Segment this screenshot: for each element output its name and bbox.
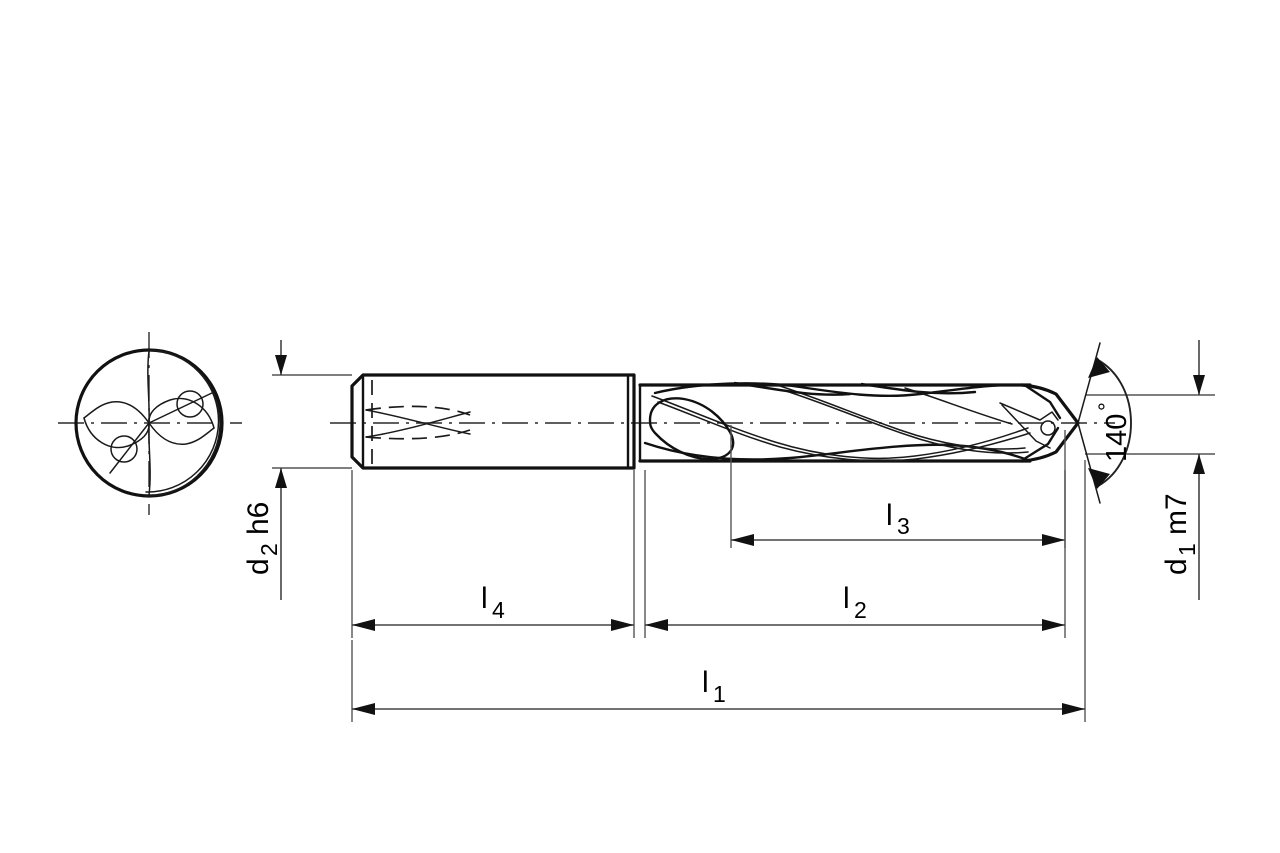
side-view [330,373,1115,470]
l4-arrow-left [352,619,375,631]
l4-arrow-right [611,619,634,631]
d1-label-symbol: d [1160,558,1193,575]
end-view-flute-profile-lower [148,422,215,445]
dimension-d2: d 2 h6 [242,340,352,600]
flute-groove-line-4 [785,390,1029,454]
drill-point-chisel-edge [999,402,1059,421]
d1-label-group: d 1 m7 [1160,493,1200,575]
d2-label-subscript: 2 [256,543,282,556]
l1-label-subscript: 1 [713,681,726,707]
flute-groove-line-3 [779,385,1026,450]
dimension-l3: l 3 [730,425,1066,548]
l2-label-group: l 2 [843,582,867,623]
end-view [58,332,242,515]
end-view-radial-line-lower [109,422,150,474]
coolant-channel-visible-lower [365,409,471,435]
coolant-channel-hidden-upper [365,405,471,416]
l2-label-symbol: l [843,582,850,615]
l4-label-group: l 4 [481,582,505,623]
angle-label-group: 140 ° [1094,402,1133,462]
l4-label-symbol: l [481,582,488,615]
l4-label-subscript: 4 [492,597,505,623]
l2-arrow-left [645,619,668,631]
d2-label-group: d 2 h6 [242,502,282,575]
angle-label-unit: ° [1094,402,1119,411]
end-view-radial-line-upper [148,391,215,424]
l3-arrow-right [1042,534,1065,546]
end-view-flute-gash-lower [148,397,215,429]
l3-arrow-left [731,534,754,546]
shank [350,373,636,470]
d2-arrow-bottom [275,468,287,488]
d2-label-tolerance: h6 [242,502,275,535]
angle-arrow-upper [1088,357,1110,378]
end-view-cutting-edge-lower [148,422,151,496]
angle-leg-upper [1077,342,1101,424]
angle-leg-lower [1077,422,1101,504]
coolant-channel-visible-upper [365,411,471,438]
flute-groove-line-1 [651,395,1029,460]
l1-arrow-left [352,703,375,715]
end-view-coolant-hole-upper [176,390,204,418]
l1-arrow-right [1062,703,1085,715]
d2-arrow-top [275,355,287,375]
end-view-cutting-edge-upper [147,350,150,424]
shank-outline [350,373,636,470]
dimension-point-angle: 140 ° [1077,342,1133,504]
drill-point-facet-upper [1024,384,1062,420]
d1-label-subscript: 1 [1174,543,1200,556]
flute-helix-crest-2 [643,441,1032,463]
end-view-land-arc [145,349,220,493]
flute-body [638,381,1032,463]
l2-label-subscript: 2 [854,597,867,623]
dimension-l2: l 2 [644,470,1066,638]
l3-label-group: l 3 [886,499,910,539]
d1-label-tolerance: m7 [1160,493,1193,535]
flute-groove-line-2 [657,401,1031,462]
end-view-flute-gash-upper [83,417,150,449]
flute-back-crest-2 [860,382,977,395]
angle-label-value: 140 [1101,414,1133,462]
l3-label-symbol: l [886,499,893,532]
flute-runout-pocket [648,397,735,461]
drill-point-relief-line [1001,404,1051,449]
l3-label-subscript: 3 [897,513,910,539]
d1-arrow-bottom [1193,454,1205,474]
drill-point-coolant-hole [1040,420,1056,436]
d1-arrow-top [1193,375,1205,395]
angle-arrow-lower [1088,468,1110,489]
drill-point-facet-lower [1022,426,1060,461]
dimension-l1: l 1 [351,460,1086,722]
coolant-channel-hidden-lower [365,429,471,440]
end-view-coolant-hole-lower [110,435,138,463]
angle-arc [1097,359,1132,487]
l1-label-symbol: l [702,666,709,699]
flute-back-crest-1 [733,381,852,396]
l1-label-group: l 1 [702,666,726,707]
d2-label-symbol: d [242,558,275,575]
dimension-l4: l 4 [351,470,635,638]
end-view-flute-profile-upper [83,401,150,424]
l2-arrow-right [1042,619,1065,631]
dimension-d1: d 1 m7 [1085,340,1215,600]
